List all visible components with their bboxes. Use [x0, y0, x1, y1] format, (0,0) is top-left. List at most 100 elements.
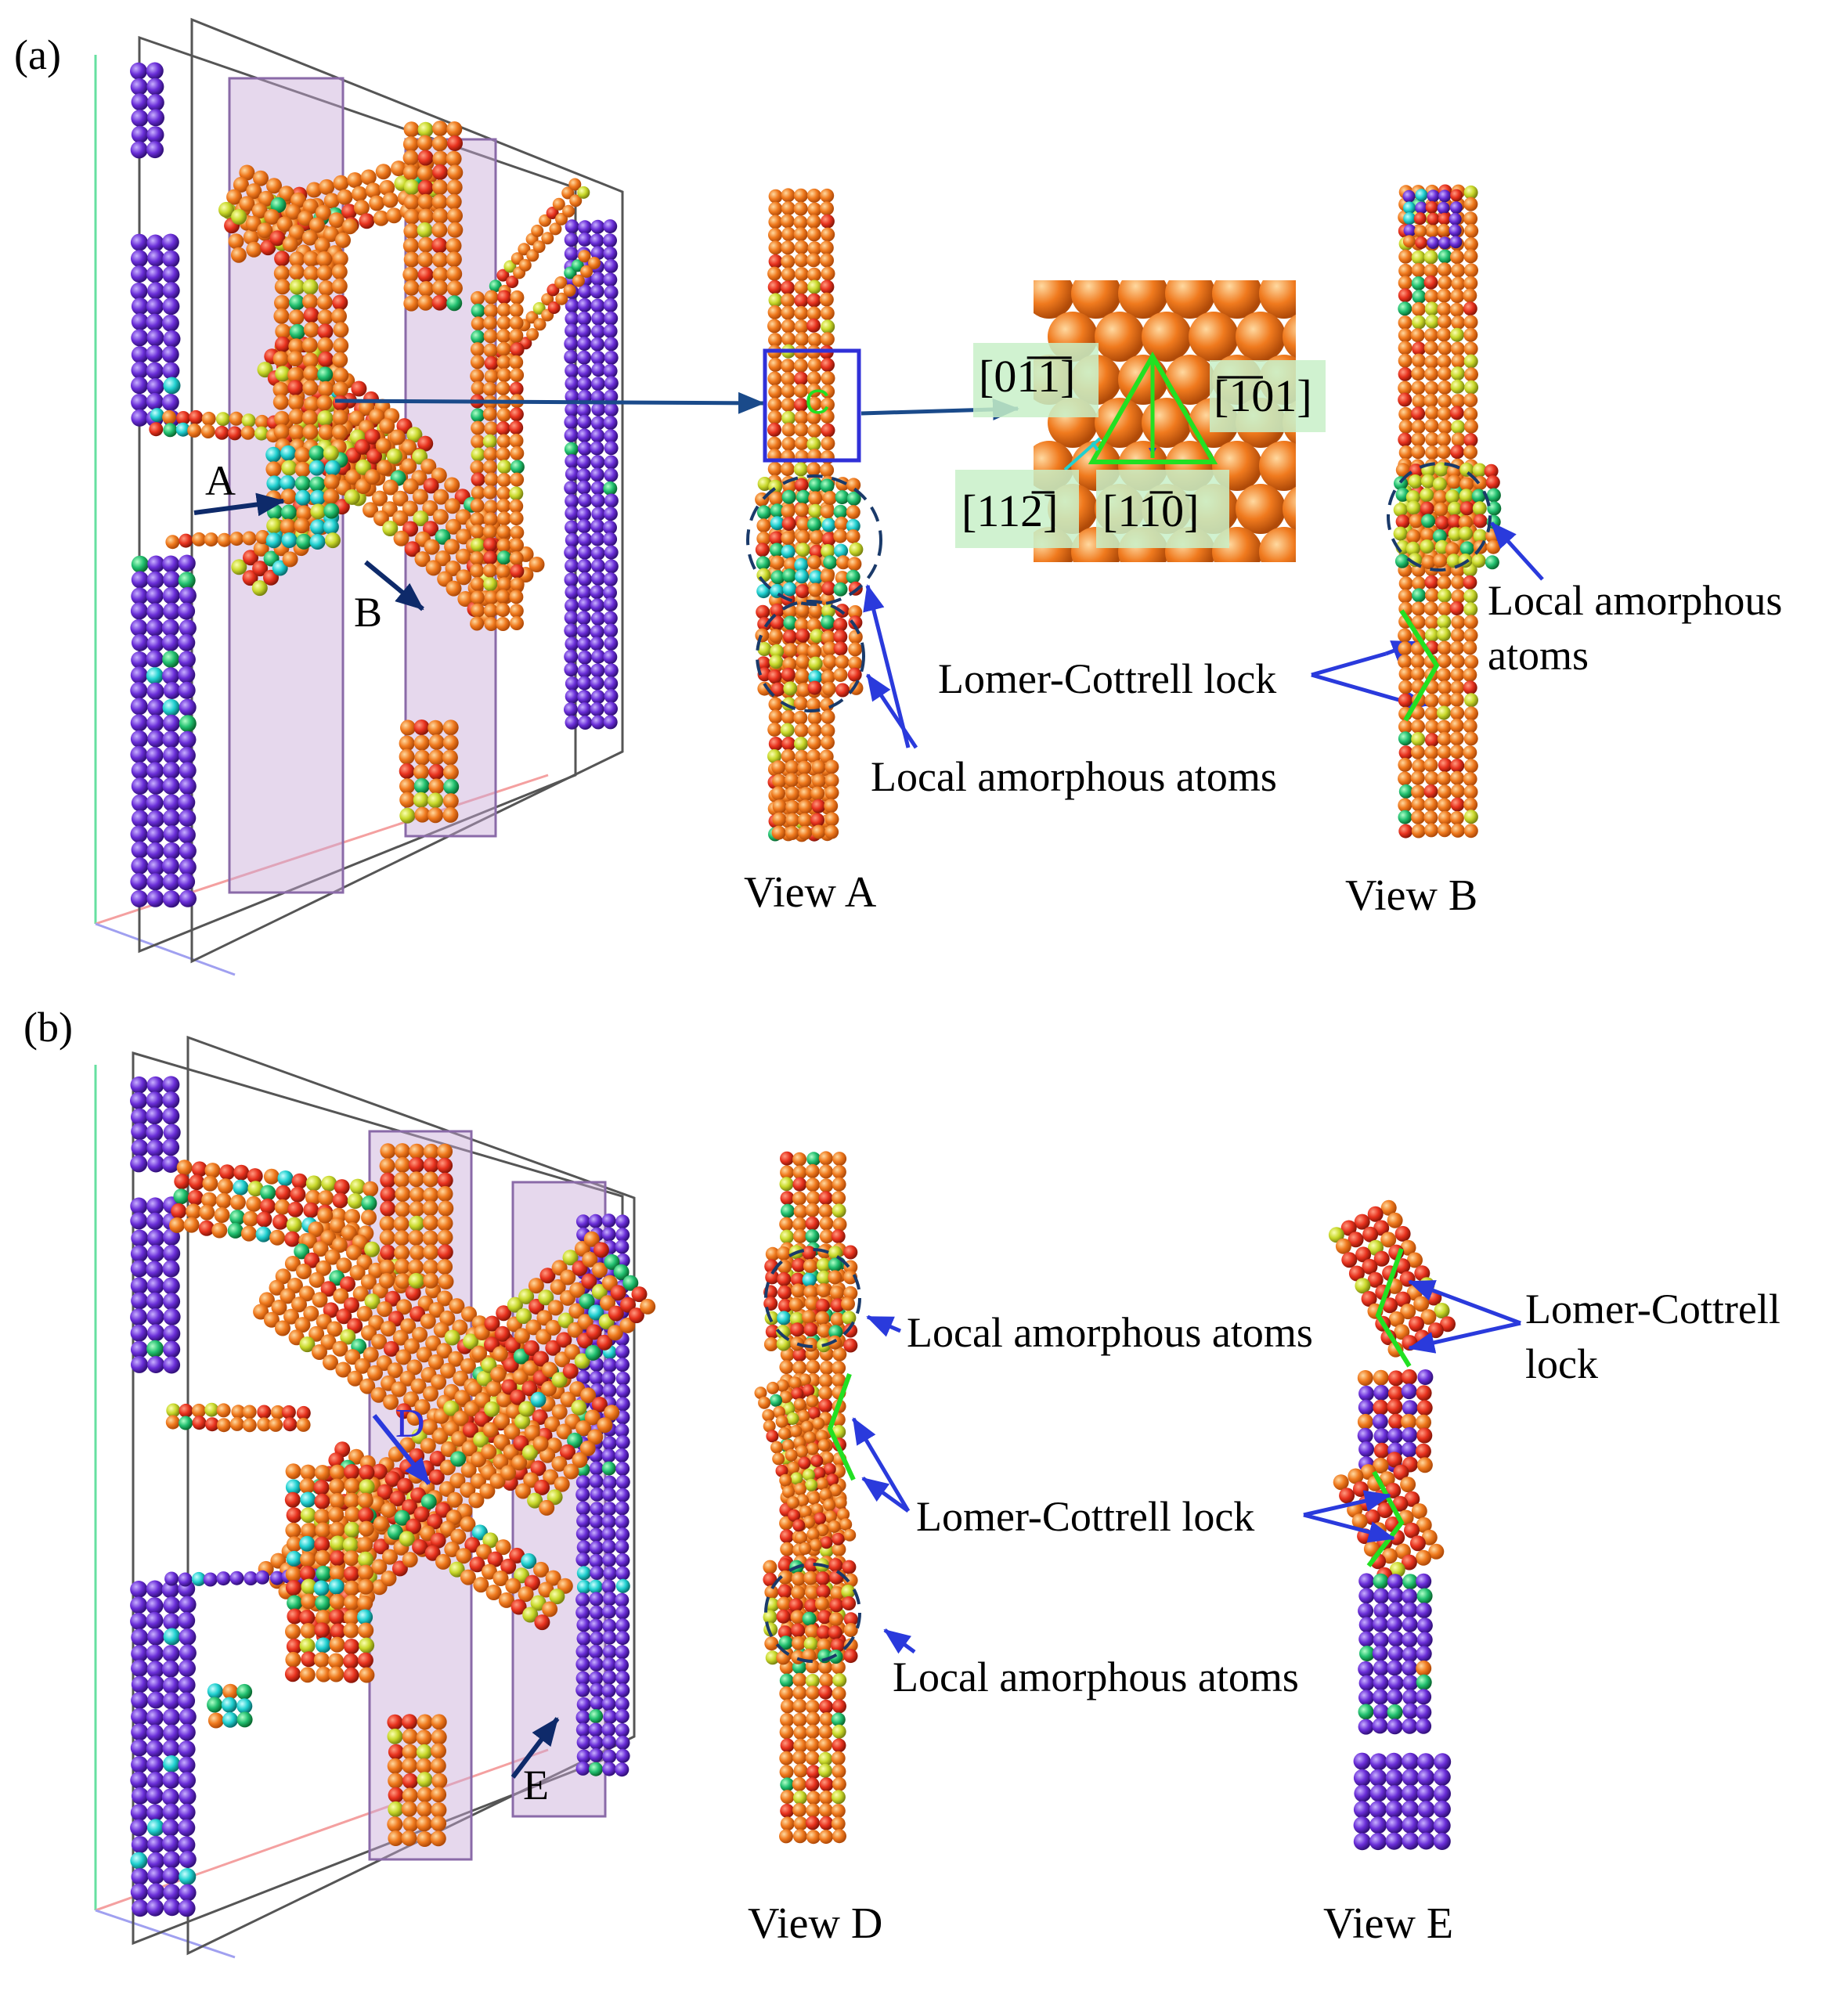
atom — [564, 702, 578, 717]
atom — [131, 361, 149, 379]
atom — [482, 406, 497, 421]
atom — [833, 528, 848, 543]
atom — [146, 667, 164, 685]
atom — [274, 279, 290, 295]
atom — [1400, 1304, 1416, 1320]
atom — [1459, 526, 1473, 541]
atom — [414, 749, 431, 766]
atom — [767, 279, 782, 294]
atom — [846, 505, 860, 520]
atom — [1409, 1316, 1424, 1333]
atom — [483, 485, 497, 499]
atom — [1464, 263, 1478, 278]
atom — [824, 773, 839, 788]
atom — [321, 1175, 337, 1192]
atom — [146, 1899, 164, 1917]
atom — [476, 1544, 492, 1560]
atom — [470, 342, 485, 357]
atom — [837, 1508, 850, 1521]
atom — [1463, 745, 1477, 760]
atom — [798, 813, 813, 828]
atom — [615, 1435, 630, 1450]
atom — [1403, 201, 1416, 215]
atom — [781, 1439, 795, 1452]
atom — [146, 234, 164, 252]
atom — [357, 1536, 373, 1553]
atom — [779, 1390, 792, 1404]
atom — [1471, 554, 1486, 568]
atom — [496, 617, 511, 631]
atom — [462, 1422, 478, 1438]
atom — [428, 1354, 444, 1370]
atom — [439, 1310, 456, 1326]
atom — [589, 1461, 604, 1476]
atom — [420, 1494, 437, 1509]
atom — [1339, 1488, 1355, 1504]
atom — [1354, 1214, 1370, 1230]
atom — [769, 531, 784, 546]
atom — [1421, 514, 1435, 528]
atom — [403, 223, 420, 240]
atom — [364, 469, 381, 485]
atom — [363, 1347, 379, 1363]
atom — [417, 165, 433, 182]
atom — [359, 1479, 375, 1495]
atom — [146, 1804, 164, 1822]
atom — [590, 702, 604, 716]
atom — [1412, 341, 1427, 356]
atom — [332, 251, 348, 267]
atom — [453, 1370, 469, 1387]
atom — [330, 1623, 346, 1639]
atom — [428, 734, 445, 750]
atom — [780, 1699, 795, 1714]
atom — [817, 1625, 831, 1639]
atom — [413, 764, 429, 781]
atom — [590, 455, 605, 470]
atom — [130, 1581, 148, 1598]
atom — [330, 1464, 346, 1480]
atom — [179, 1851, 197, 1868]
atom — [466, 1380, 482, 1397]
atom — [433, 489, 449, 505]
atom — [178, 1836, 196, 1854]
atom — [551, 1372, 568, 1388]
atom — [310, 503, 327, 520]
atom — [807, 518, 821, 532]
atom — [619, 1317, 636, 1333]
atom — [1416, 1689, 1432, 1705]
atom — [451, 1430, 467, 1447]
atom — [591, 362, 606, 377]
atom — [287, 366, 304, 383]
atom — [793, 215, 808, 230]
atom — [806, 437, 821, 452]
atom — [808, 604, 823, 618]
atom — [1449, 745, 1464, 759]
atom — [590, 481, 605, 496]
atom — [1423, 263, 1438, 278]
atom — [343, 1653, 359, 1669]
atom — [343, 1667, 359, 1683]
atom — [602, 1644, 617, 1659]
atom — [1450, 784, 1465, 799]
atom — [602, 1475, 617, 1490]
atom — [300, 1551, 316, 1567]
atom — [775, 1464, 788, 1477]
atom — [1386, 1785, 1403, 1803]
atom — [146, 794, 164, 812]
atom — [576, 455, 591, 470]
atom — [835, 490, 850, 505]
atom — [1420, 528, 1435, 543]
atom — [162, 777, 180, 795]
atom — [343, 1550, 359, 1567]
atom — [810, 1455, 824, 1467]
atom — [1410, 655, 1425, 669]
atom — [335, 232, 351, 248]
atom — [287, 380, 304, 396]
atom — [1448, 527, 1463, 542]
atom — [147, 249, 165, 267]
atom — [792, 1191, 806, 1206]
atom — [790, 1610, 805, 1625]
atom — [361, 1210, 377, 1225]
atom — [806, 1765, 821, 1780]
atom — [446, 265, 463, 282]
